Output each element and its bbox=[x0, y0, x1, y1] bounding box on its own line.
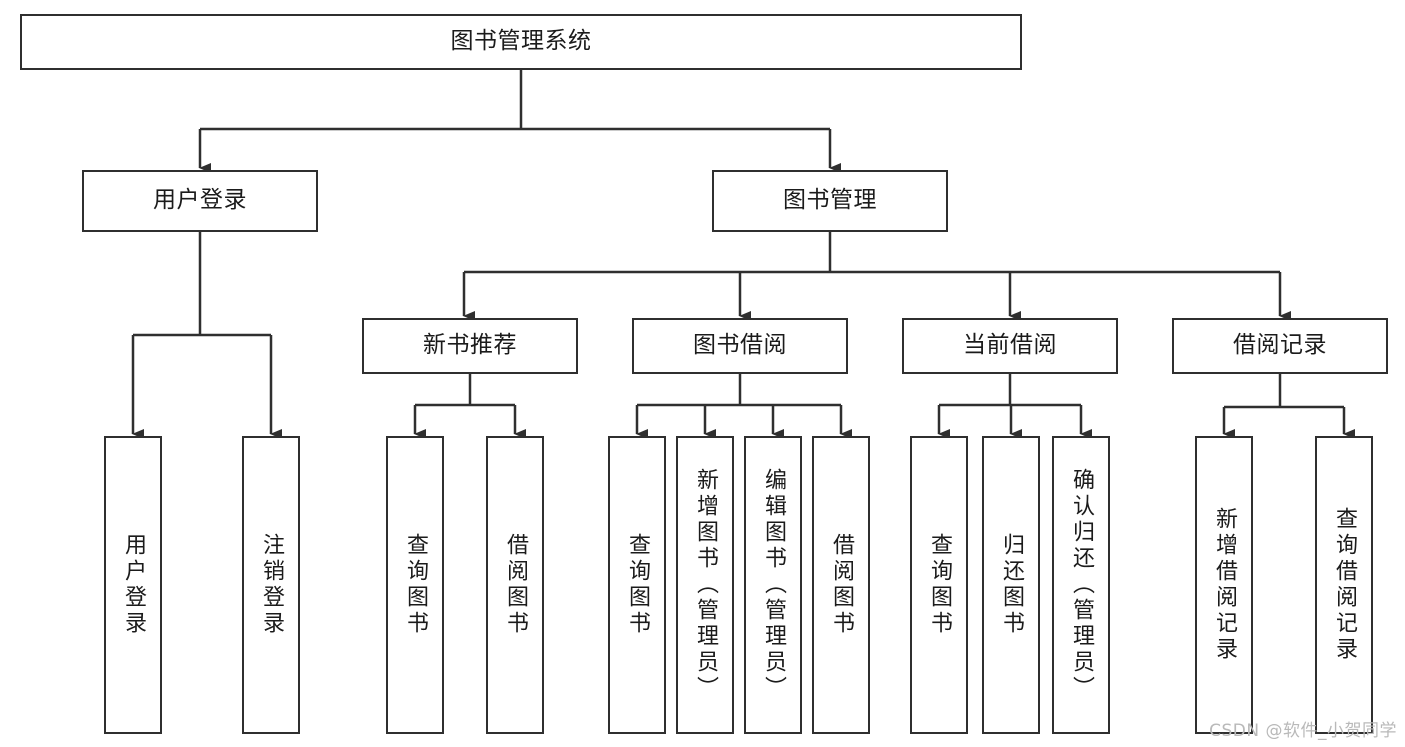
connector-book-borrow-to-leaves bbox=[635, 374, 852, 439]
node-leaf-rec-query[interactable]: 查询图书 bbox=[386, 436, 444, 734]
node-label-leaf-rec-query: 查询图书 bbox=[403, 533, 428, 637]
node-label-leaf-borrow-query: 查询图书 bbox=[625, 533, 650, 637]
node-book-manage[interactable]: 图书管理 bbox=[712, 170, 948, 232]
node-label-user-login: 用户登录 bbox=[153, 187, 247, 214]
node-label-leaf-rec-search: 查询借阅记录 bbox=[1332, 507, 1357, 663]
node-leaf-rec-search[interactable]: 查询借阅记录 bbox=[1315, 436, 1373, 734]
node-leaf-rec-borrow[interactable]: 借阅图书 bbox=[486, 436, 544, 734]
node-book-borrow[interactable]: 图书借阅 bbox=[632, 318, 848, 374]
node-leaf-rec-add[interactable]: 新增借阅记录 bbox=[1195, 436, 1253, 734]
node-new-book-rec[interactable]: 新书推荐 bbox=[362, 318, 578, 374]
node-leaf-logout[interactable]: 注销登录 bbox=[242, 436, 300, 734]
node-leaf-borrow-query[interactable]: 查询图书 bbox=[608, 436, 666, 734]
node-borrow-record[interactable]: 借阅记录 bbox=[1172, 318, 1388, 374]
node-label-leaf-rec-add: 新增借阅记录 bbox=[1212, 507, 1237, 663]
node-label-book-manage: 图书管理 bbox=[783, 187, 877, 214]
node-label-leaf-cur-confirm: 确认归还（管理员） bbox=[1069, 468, 1094, 702]
node-user-login[interactable]: 用户登录 bbox=[82, 170, 318, 232]
node-label-leaf-user-login: 用户登录 bbox=[121, 533, 146, 637]
node-label-leaf-borrow-edit: 编辑图书（管理员） bbox=[761, 468, 786, 702]
connector-root-to-level1 bbox=[198, 70, 841, 173]
node-label-leaf-borrow-add: 新增图书（管理员） bbox=[693, 468, 718, 702]
node-current-borrow[interactable]: 当前借阅 bbox=[902, 318, 1118, 374]
node-leaf-borrow-add[interactable]: 新增图书（管理员） bbox=[676, 436, 734, 734]
node-label-leaf-borrow-do: 借阅图书 bbox=[829, 533, 854, 637]
connector-new-book-rec-to-leaves bbox=[413, 374, 526, 439]
node-leaf-cur-query[interactable]: 查询图书 bbox=[910, 436, 968, 734]
node-leaf-cur-return[interactable]: 归还图书 bbox=[982, 436, 1040, 734]
node-label-leaf-cur-query: 查询图书 bbox=[927, 533, 952, 637]
node-leaf-user-login[interactable]: 用户登录 bbox=[104, 436, 162, 734]
connector-borrow-record-to-leaves bbox=[1222, 374, 1355, 439]
node-root[interactable]: 图书管理系统 bbox=[20, 14, 1022, 70]
connector-book-manage-to-level2 bbox=[462, 232, 1291, 321]
connector-user-login-to-leaves bbox=[131, 232, 282, 439]
node-label-leaf-logout: 注销登录 bbox=[259, 533, 284, 637]
node-leaf-borrow-edit[interactable]: 编辑图书（管理员） bbox=[744, 436, 802, 734]
node-leaf-borrow-do[interactable]: 借阅图书 bbox=[812, 436, 870, 734]
node-label-leaf-rec-borrow: 借阅图书 bbox=[503, 533, 528, 637]
node-label-leaf-cur-return: 归还图书 bbox=[999, 533, 1024, 637]
node-label-root: 图书管理系统 bbox=[450, 28, 592, 55]
node-label-current-borrow: 当前借阅 bbox=[963, 332, 1057, 359]
node-label-new-book-rec: 新书推荐 bbox=[423, 332, 517, 359]
node-leaf-cur-confirm[interactable]: 确认归还（管理员） bbox=[1052, 436, 1110, 734]
connector-current-borrow-to-leaves bbox=[937, 374, 1092, 439]
node-label-borrow-record: 借阅记录 bbox=[1233, 332, 1327, 359]
node-label-book-borrow: 图书借阅 bbox=[693, 332, 787, 359]
